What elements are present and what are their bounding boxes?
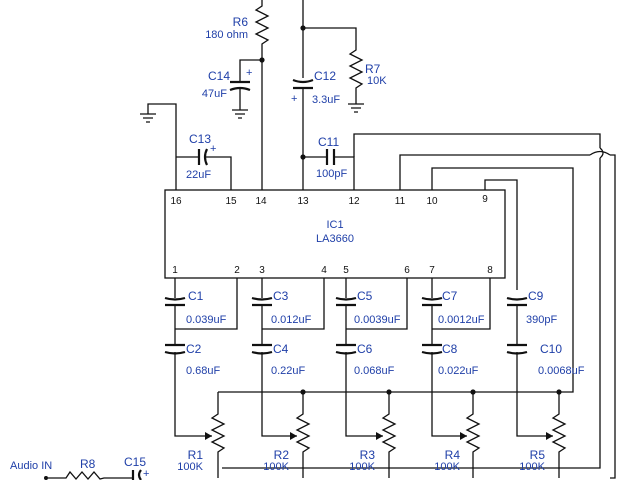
potentiometer-r2: R2 100K — [263, 392, 311, 478]
ic-designator: IC1 — [326, 219, 343, 231]
pin-16-label: 16 — [170, 196, 182, 207]
c13-ref: C13 — [189, 132, 211, 146]
r2-value: 100K — [263, 461, 289, 473]
r4-value: 100K — [434, 461, 460, 473]
c1-value: 0.039uF — [186, 314, 227, 326]
pin-3-label: 3 — [259, 265, 265, 276]
ic-part-number: LA3660 — [316, 233, 354, 245]
r1-value: 100K — [177, 461, 203, 473]
pin-7-label: 7 — [429, 265, 435, 276]
c11-ref: C11 — [318, 135, 339, 149]
pin-15-label: 15 — [225, 196, 237, 207]
potentiometer-r5: R5 100K — [519, 392, 567, 478]
r4-ref: R4 — [445, 448, 461, 462]
ic-body — [164, 189, 506, 279]
capacitor-c14: C14 + 47uF — [202, 59, 262, 119]
c1-ref: C1 — [188, 289, 204, 303]
pin-1-label: 1 — [172, 265, 178, 276]
c11-value: 100pF — [316, 168, 347, 180]
c12-ref: C12 — [314, 69, 336, 83]
ic1-la3660: IC1 LA3660 16 15 14 13 12 11 10 9 1 2 3 … — [164, 189, 506, 279]
pin-10-label: 10 — [426, 196, 438, 207]
filter-section-4: C7 0.0012uF C8 0.022uF — [421, 278, 491, 437]
r7-value: 10K — [367, 75, 387, 87]
c14-ref: C14 — [208, 69, 230, 83]
r1-ref: R1 — [188, 448, 204, 462]
c4-ref: C4 — [273, 342, 289, 356]
c13-polarity: + — [210, 143, 216, 155]
pin-2-label: 2 — [234, 265, 240, 276]
pin-8-label: 8 — [487, 265, 493, 276]
filter-section-1: C1 0.039uF C2 0.68uF — [164, 278, 238, 437]
ground-symbol — [348, 103, 364, 113]
pin-5-label: 5 — [343, 265, 349, 276]
r7-ref: R7 — [365, 62, 381, 76]
c6-value: 0.068uF — [354, 365, 395, 377]
c14-value: 47uF — [202, 88, 227, 100]
c9-ref: C9 — [528, 289, 544, 303]
pin16-ground — [140, 103, 177, 190]
input-terminal — [44, 476, 48, 480]
r6-ref: R6 — [233, 15, 249, 29]
potentiometer-r1: R1 100K — [177, 391, 255, 478]
c14-polarity: + — [246, 67, 252, 79]
filter-section-3: C5 0.0039uF C6 0.068uF — [335, 278, 408, 437]
filter-section-2: C3 0.012uF C4 0.22uF — [251, 278, 325, 437]
capacitor-c12: C12 + 3.3uF — [291, 0, 340, 190]
c2-ref: C2 — [186, 342, 202, 356]
potentiometer-r3: R3 100K — [349, 392, 397, 478]
c5-ref: C5 — [357, 289, 373, 303]
c5-value: 0.0039uF — [354, 314, 401, 326]
resistor-r7: R7 10K — [303, 27, 387, 113]
r6-value: 180 ohm — [205, 29, 248, 41]
c4-value: 0.22uF — [271, 365, 306, 377]
c12-value: 3.3uF — [312, 94, 340, 106]
audio-input-stage: Audio IN R8 C15 + — [10, 455, 149, 480]
resistor-r6: R6 180 ohm — [205, 0, 270, 190]
capacitor-c13: C13 + 22uF — [176, 132, 232, 190]
r8-ref: R8 — [80, 457, 96, 471]
pin-4-label: 4 — [321, 265, 327, 276]
c10-value: 0.0068uF — [538, 365, 585, 377]
pin-14-label: 14 — [255, 196, 267, 207]
c13-value: 22uF — [186, 169, 211, 181]
pin-12-label: 12 — [348, 196, 360, 207]
c2-value: 0.68uF — [186, 365, 221, 377]
r5-ref: R5 — [530, 448, 546, 462]
c15-ref: C15 — [124, 455, 146, 469]
audio-in-label: Audio IN — [10, 460, 52, 472]
feedback-wires — [222, 133, 616, 479]
capacitor-c11: C11 100pF — [303, 135, 355, 190]
pin-11-label: 11 — [395, 196, 406, 207]
c15-polarity: + — [143, 468, 149, 480]
filter-section-5: C9 390pF C10 0.0068uF — [506, 289, 585, 437]
c7-value: 0.0012uF — [438, 314, 485, 326]
r2-ref: R2 — [274, 448, 290, 462]
ground-symbol — [232, 109, 248, 119]
c9-value: 390pF — [526, 314, 557, 326]
pin-9-label: 9 — [482, 194, 488, 205]
pin-13-label: 13 — [297, 196, 309, 207]
c3-value: 0.012uF — [271, 314, 312, 326]
c8-value: 0.022uF — [438, 365, 479, 377]
c10-ref: C10 — [540, 342, 562, 356]
c6-ref: C6 — [357, 342, 373, 356]
c8-ref: C8 — [442, 342, 458, 356]
c12-polarity: + — [291, 93, 297, 105]
r3-ref: R3 — [360, 448, 376, 462]
pin-6-label: 6 — [404, 265, 410, 276]
c7-ref: C7 — [442, 289, 458, 303]
c3-ref: C3 — [273, 289, 289, 303]
r3-value: 100K — [349, 461, 375, 473]
potentiometer-r4: R4 100K — [434, 392, 481, 478]
ground-symbol — [140, 113, 156, 123]
r5-value: 100K — [519, 461, 545, 473]
